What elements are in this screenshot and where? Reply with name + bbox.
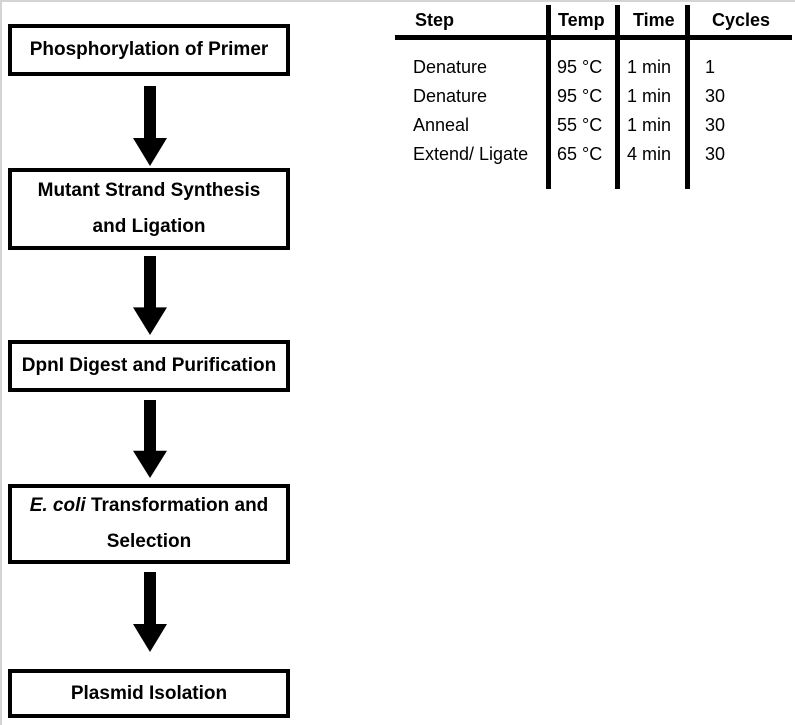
column-divider <box>615 5 620 189</box>
column-header-step: Step <box>415 9 455 30</box>
cell-temp: 95 °C <box>557 86 603 106</box>
column-divider <box>546 5 551 189</box>
table-row: Denature 95 °C 1 min 1 <box>395 53 792 82</box>
table-row: Anneal 55 °C 1 min 30 <box>395 111 792 140</box>
cell-time: 4 min <box>627 144 672 164</box>
cell-cycles: 30 <box>705 144 726 164</box>
cell-temp: 95 °C <box>557 57 603 77</box>
flowchart-step-phosphorylation: Phosphorylation of Primer <box>8 24 290 76</box>
step-label-line2: and Ligation <box>92 216 206 237</box>
species-name-italic: E. coli <box>29 495 86 516</box>
cell-time: 1 min <box>627 57 672 77</box>
step-label: Plasmid Isolation <box>70 682 228 704</box>
cell-time: 1 min <box>627 115 672 135</box>
column-header-temp: Temp <box>558 9 605 30</box>
cell-temp: 65 °C <box>557 144 603 164</box>
cell-step: Anneal <box>413 115 470 135</box>
step-label-line2: Selection <box>106 531 192 552</box>
thermocycling-table: Step Temp Time Cycles Denature 95 °C 1 m… <box>395 5 792 189</box>
table-row: Denature 95 °C 1 min 30 <box>395 82 792 111</box>
cell-cycles: 1 <box>705 57 716 77</box>
step-label: Phosphorylation of Primer <box>29 39 269 60</box>
cell-cycles: 30 <box>705 115 726 135</box>
figure-top-edge-line <box>0 0 795 2</box>
column-header-cycles: Cycles <box>712 9 771 30</box>
flowchart-step-plasmid-isolation: Plasmid Isolation <box>8 669 290 718</box>
column-header-time: Time <box>633 9 675 30</box>
figure-left-edge-line <box>0 0 2 725</box>
cell-time: 1 min <box>627 86 672 106</box>
flowchart-step-dpni-digest: DpnI Digest and Purification <box>8 340 290 392</box>
flowchart-step-ecoli-transformation: E. coli Transformation and Selection <box>8 484 290 564</box>
step-label-text: Transformation and <box>90 495 269 516</box>
down-arrow-icon <box>133 572 167 652</box>
step-label-line1: E. coli Transformation and <box>30 488 269 524</box>
cell-step: Extend/ Ligate <box>413 144 529 164</box>
header-divider <box>395 35 792 40</box>
flowchart-step-mutant-strand-synthesis: Mutant Strand Synthesis and Ligation <box>8 168 290 250</box>
column-divider <box>685 5 690 189</box>
step-label-line1: Mutant Strand Synthesis <box>37 180 261 201</box>
cell-step: Denature <box>413 86 488 106</box>
down-arrow-icon <box>133 256 167 335</box>
cell-cycles: 30 <box>705 86 726 106</box>
table-header-row: Step Temp Time Cycles <box>395 5 792 35</box>
step-label: DpnI Digest and Purification <box>21 355 277 376</box>
table-row: Extend/ Ligate 65 °C 4 min 30 <box>395 140 792 169</box>
cell-temp: 55 °C <box>557 115 603 135</box>
cell-step: Denature <box>413 57 488 77</box>
down-arrow-icon <box>133 400 167 478</box>
down-arrow-icon <box>133 86 167 166</box>
table-body: Denature 95 °C 1 min 1 Denature 95 °C 1 … <box>395 40 792 169</box>
